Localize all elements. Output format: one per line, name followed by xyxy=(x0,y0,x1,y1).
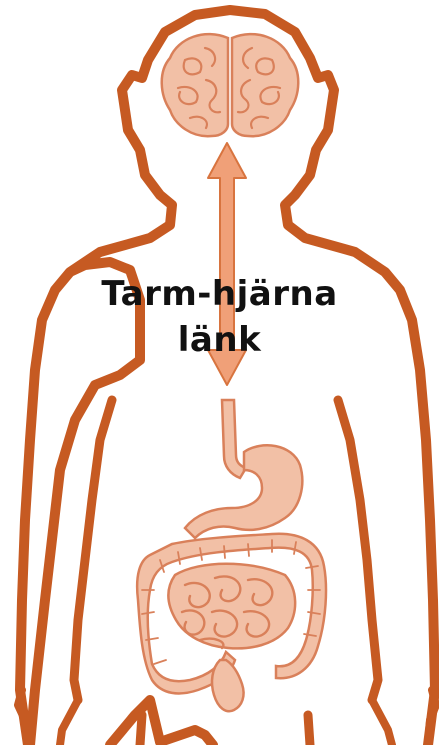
brain-left-hemisphere xyxy=(162,34,228,136)
left-arm-inner xyxy=(74,400,112,700)
link-label-line-1: Tarm-hjärna xyxy=(0,272,439,316)
esophagus xyxy=(222,400,246,478)
rectum xyxy=(212,660,244,711)
left-hand xyxy=(18,690,78,745)
right-arm-inner xyxy=(338,400,378,700)
link-label-line-2: länk xyxy=(0,318,439,362)
gut-icon xyxy=(137,400,326,711)
brain-icon xyxy=(162,34,299,136)
right-hand xyxy=(372,690,436,745)
stomach xyxy=(185,445,302,538)
